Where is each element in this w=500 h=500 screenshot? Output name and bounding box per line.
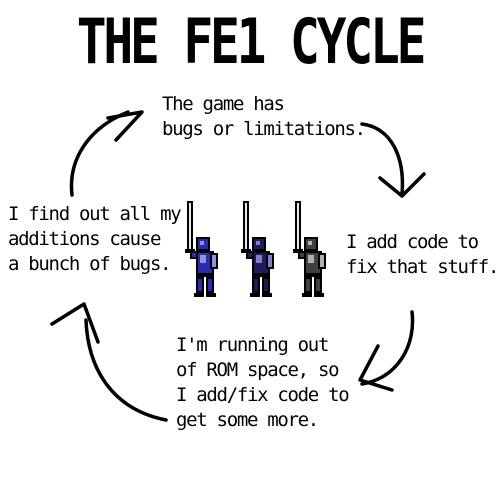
- step-text-line: I'm running out: [176, 334, 329, 356]
- step-text-line: I add code to: [346, 231, 479, 253]
- knight-sprite-blue: [185, 201, 218, 297]
- arrow-bottom-left-head: [50, 302, 100, 344]
- step-text-line: get some more.: [176, 409, 319, 431]
- knight-sprites: [185, 201, 326, 297]
- knight-sprite-grey: [293, 201, 326, 297]
- step-text-line: additions cause: [8, 228, 161, 250]
- arrow-top-left: [69, 110, 130, 197]
- step-text-line: bugs or limitations.: [162, 118, 366, 140]
- step-text-line: fix that stuff.: [346, 256, 499, 278]
- step-text-line: I add/fix code to: [176, 384, 350, 406]
- arrow-bottom-right-head: [358, 344, 394, 392]
- step-add-code: I add code to fix that stuff.: [346, 230, 499, 280]
- step-text-line: I find out all my: [8, 203, 182, 225]
- knight-sprite-navy: [241, 201, 274, 297]
- step-additions-cause-bugs: I find out all my additions cause a bunc…: [8, 202, 182, 277]
- step-text-line: of ROM space, so: [176, 359, 340, 381]
- step-out-of-rom: I'm running out of ROM space, so I add/f…: [176, 333, 350, 433]
- arrow-bottom-left: [84, 318, 168, 422]
- step-text-line: a bunch of bugs.: [8, 253, 172, 275]
- step-game-has-bugs: The game has bugs or limitations.: [162, 92, 366, 142]
- diagram-title: THE FE1 CYCLE: [76, 5, 427, 78]
- step-text-line: The game has: [162, 93, 285, 115]
- arrow-top-left-head: [106, 110, 144, 142]
- arrow-top-right-head: [378, 172, 426, 198]
- arrow-bottom-right: [360, 310, 415, 386]
- arrow-top-right: [360, 122, 405, 196]
